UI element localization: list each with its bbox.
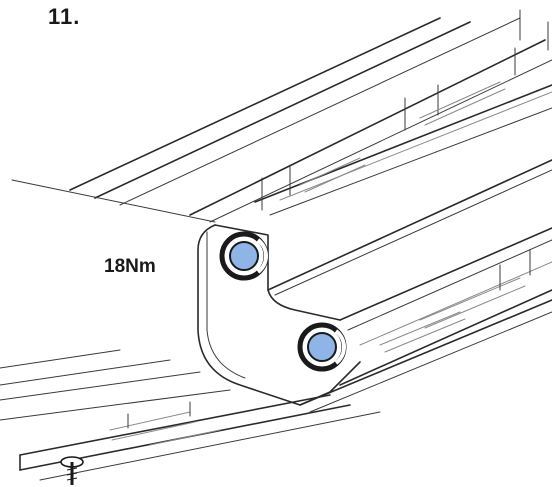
torque-label: 18Nm [104,256,156,277]
bracket-plate [197,159,552,406]
leader-line [11,179,216,223]
upper-rail [69,9,552,223]
floor-rail [0,349,381,481]
lower-rail [299,249,552,413]
floor-screw [60,456,84,485]
bolt-lower [297,322,347,372]
step-number: 11. [48,4,81,29]
bolt-upper [219,231,269,281]
